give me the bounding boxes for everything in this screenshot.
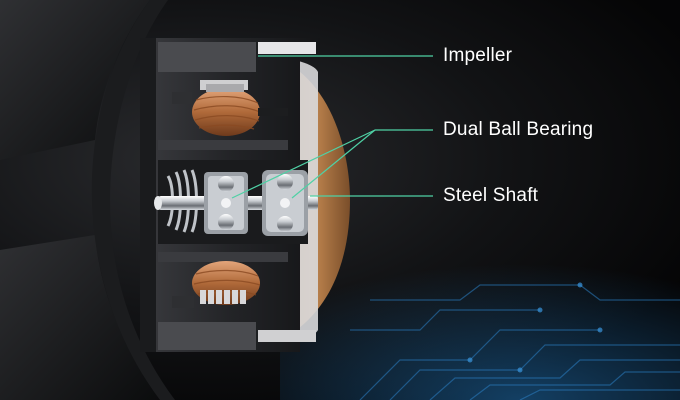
leader-line-bearing-left bbox=[231, 129, 376, 199]
fan-blade-lower bbox=[0, 235, 160, 400]
impeller-magnet-bottom-edge bbox=[258, 330, 316, 342]
hub-outer-wall bbox=[140, 38, 156, 352]
dual-ball-bearing-label: Dual Ball Bearing bbox=[443, 119, 594, 140]
steel-shaft-label: Steel Shaft bbox=[443, 185, 539, 206]
circuit-glow bbox=[280, 230, 680, 400]
impeller-magnet-top bbox=[158, 42, 256, 72]
circuit-pads bbox=[467, 282, 603, 373]
leader-line-bearing-right bbox=[291, 129, 376, 199]
ball-bearing-right bbox=[262, 170, 308, 236]
copper-coil-top bbox=[172, 80, 288, 136]
ball-bearing-left bbox=[204, 172, 248, 234]
fan-blade-upper bbox=[0, 0, 150, 160]
stator-ledge-top bbox=[158, 140, 288, 150]
copper-coil-bottom bbox=[172, 261, 261, 308]
impeller-magnet-bottom bbox=[158, 322, 256, 350]
shaft-tip bbox=[154, 196, 162, 210]
impeller-magnet-top-edge bbox=[258, 42, 316, 54]
impeller-label: Impeller bbox=[443, 45, 513, 66]
stator-ledge-bottom bbox=[158, 252, 288, 262]
fan-frame-arc bbox=[91, 0, 175, 400]
leader-lines bbox=[231, 55, 433, 199]
